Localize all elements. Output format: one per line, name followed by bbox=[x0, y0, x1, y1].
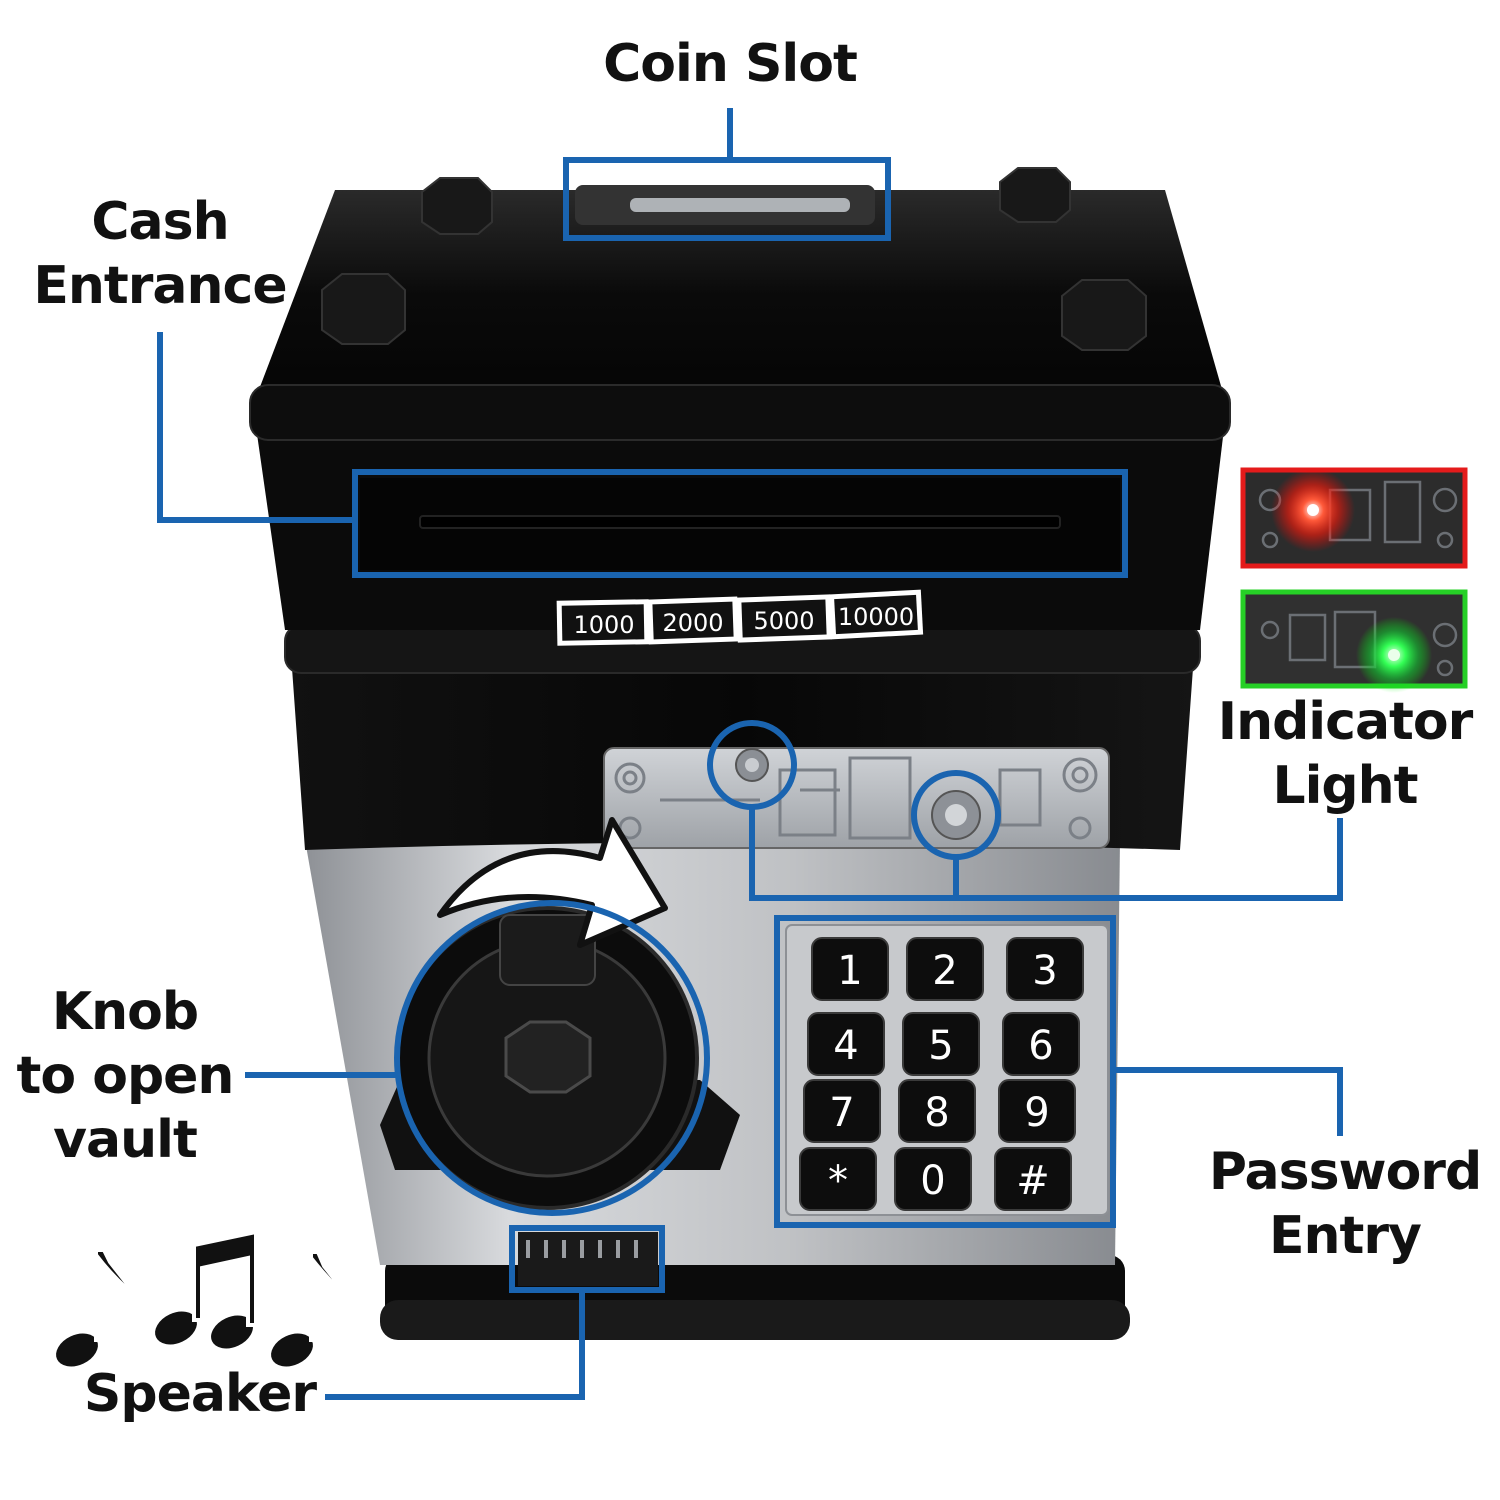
speaker-label: Speaker bbox=[70, 1362, 330, 1426]
cash-entrance-label-line: Cash bbox=[91, 192, 229, 252]
keypad-key-label: 6 bbox=[1028, 1023, 1053, 1069]
safe-body: 1000 2000 5000 10000 1 2 3 4 5 6 7 8 9 * 0 # bbox=[249, 167, 1231, 1340]
lid-bolt bbox=[321, 167, 1147, 351]
keypad-key-label: 1 bbox=[837, 948, 862, 994]
denomination-label: 2000 bbox=[662, 609, 723, 637]
indicator-red-sample bbox=[1240, 467, 1468, 569]
indicator-light-label-line: Indicator bbox=[1217, 692, 1474, 752]
denomination-label: 5000 bbox=[753, 607, 814, 635]
password-entry-label-line: Password bbox=[1208, 1142, 1482, 1202]
keypad-key-label: 0 bbox=[920, 1158, 945, 1204]
keypad-key[interactable]: 8 bbox=[898, 1079, 976, 1143]
keypad-key-label: 2 bbox=[932, 948, 957, 994]
keypad-key[interactable]: 5 bbox=[902, 1012, 980, 1076]
keypad-key-label: 9 bbox=[1024, 1090, 1049, 1136]
knob-label-line: Knob bbox=[51, 982, 199, 1042]
keypad-key[interactable]: 4 bbox=[807, 1012, 885, 1076]
denomination-label: 10000 bbox=[838, 603, 914, 631]
music-notes-icon bbox=[52, 1229, 354, 1371]
keypad-key[interactable]: 1 bbox=[811, 937, 889, 1001]
keypad-key[interactable]: 9 bbox=[998, 1079, 1076, 1143]
knob-label-line: to open bbox=[16, 1046, 235, 1106]
keypad-key[interactable]: # bbox=[994, 1147, 1072, 1211]
keypad: 1 2 3 4 5 6 7 8 9 * 0 # bbox=[799, 937, 1084, 1211]
keypad-key[interactable]: 3 bbox=[1006, 937, 1084, 1001]
keypad-key-label: * bbox=[828, 1158, 848, 1204]
knob-label: Knob to open vault bbox=[0, 980, 250, 1172]
keypad-key-label: 8 bbox=[924, 1090, 949, 1136]
keypad-key-label: 5 bbox=[928, 1023, 953, 1069]
indicator-light-label: Indicator Light bbox=[1200, 690, 1490, 818]
keypad-key[interactable]: * bbox=[799, 1147, 877, 1211]
cash-entrance-label: Cash Entrance bbox=[20, 190, 300, 318]
cash-entrance-label-line: Entrance bbox=[33, 256, 287, 316]
keypad-key-label: 7 bbox=[829, 1090, 854, 1136]
callout-lines bbox=[157, 108, 1343, 1400]
indicator-light-label-line: Light bbox=[1272, 756, 1418, 816]
vault-knob bbox=[380, 906, 740, 1210]
password-entry-label: Password Entry bbox=[1200, 1140, 1490, 1268]
keypad-key-label: 4 bbox=[833, 1023, 858, 1069]
coin-slot-label: Coin Slot bbox=[560, 32, 900, 96]
speaker-label-text: Speaker bbox=[83, 1364, 317, 1424]
keypad-key[interactable]: 7 bbox=[803, 1079, 881, 1143]
speaker-grille bbox=[518, 1232, 658, 1286]
indicator-green-sample bbox=[1240, 589, 1468, 693]
keypad-key[interactable]: 6 bbox=[1002, 1012, 1080, 1076]
keypad-key[interactable]: 0 bbox=[894, 1147, 972, 1211]
knob-label-line: vault bbox=[53, 1110, 198, 1170]
coin-slot-label-text: Coin Slot bbox=[603, 34, 858, 94]
denomination-labels: 1000 2000 5000 10000 bbox=[556, 589, 924, 646]
password-entry-label-line: Entry bbox=[1269, 1206, 1422, 1266]
keypad-key-label: # bbox=[1016, 1158, 1050, 1204]
denomination-label: 1000 bbox=[573, 611, 634, 639]
keypad-key[interactable]: 2 bbox=[906, 937, 984, 1001]
keypad-key-label: 3 bbox=[1032, 948, 1057, 994]
